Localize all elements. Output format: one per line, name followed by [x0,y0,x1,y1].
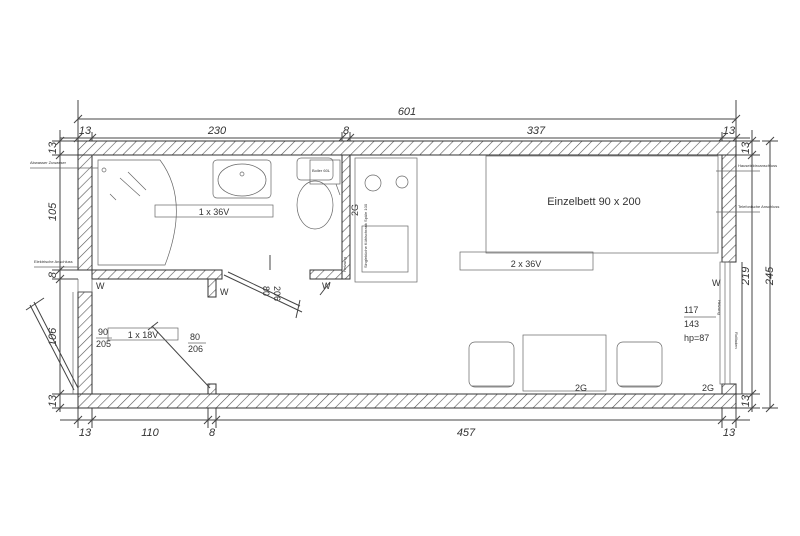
main-light-label: 2 x 36V [511,259,542,269]
table-and-chairs [468,334,663,392]
anschluss-haus-label: Hauselektroanschluss [738,163,777,168]
room-door-height: 206 [188,344,203,354]
bath-door-width: 80 [261,286,271,296]
dim-left-bottom-margin: 13 [47,394,59,407]
bath-door-height: 206 [272,286,282,301]
window-right-hp: hp=87 [684,333,709,343]
socket-2g-1: 2G [575,383,587,393]
entrance-door [25,297,79,391]
dim-left-lower: 106 [47,327,59,346]
anschluss-wasser-label: Abwasser Zuwasser [30,160,67,165]
heizung-right-label: Heizung [717,300,722,315]
main-light-fixture [459,251,594,271]
dim-right-top-margin: 13 [740,141,752,154]
toilet [296,157,334,230]
dim-bottom-partition: 8 [209,427,216,439]
dim-bottom-left-margin: 13 [79,427,92,439]
dim-left-bath: 105 [47,202,59,221]
window-w3-arrow [319,281,331,296]
dim-left-partition: 8 [47,271,59,278]
room-door-width: 80 [190,332,200,342]
dim-right-total: 245 [764,266,776,286]
socket-2g-2: 2G [702,383,714,393]
window-w1: W [96,281,105,291]
dim-bottom-main: 457 [457,427,476,439]
bath-light-fixture [154,204,274,218]
dim-bottom-room: 110 [141,427,159,439]
dim-total-length: 601 [398,106,416,118]
dim-bottom-right-margin: 13 [723,427,736,439]
heizung-label: Heizung [342,257,347,272]
sink [212,159,272,199]
left-wall-opening [72,279,93,394]
walls [77,140,737,409]
kitchen-2g-label: 2G [350,204,360,216]
bed [485,155,719,254]
kitchen-unit [354,157,418,283]
window-right-width: 117 [684,305,698,315]
bath-door [223,255,303,319]
anschluss-elektro-label: Elektrische Anschluss [34,259,73,264]
right-window [719,261,731,385]
bath-light-label: 1 x 36V [199,207,230,217]
dim-top-main: 337 [527,125,546,137]
left-door-height: 205 [96,339,111,349]
small-light-label: 1 x 18V [128,330,159,340]
kueche-note: Singleküche Kühlschrank Spüle 100 [363,203,368,268]
anschluss-telefon-label: Telefonische Anschluss [738,204,779,209]
dim-top-left-margin: 13 [79,125,92,137]
left-door-width: 90 [98,327,108,337]
room-door [147,321,211,389]
boiler [309,159,341,196]
dim-top-partition: 8 [343,125,350,137]
window-w2: W [220,287,229,297]
shower [97,159,177,266]
dim-right-bottom-margin: 13 [740,394,752,407]
small-light-fixture [107,327,179,341]
dim-right-window: 219 [740,267,752,286]
dim-top-bath: 230 [207,125,227,137]
dim-top-right-margin: 13 [723,125,736,137]
dim-left-top-margin: 13 [47,141,59,154]
window-right-height: 143 [684,319,699,329]
rollladen-label: Rollladen [734,332,739,349]
boiler-label: Boiler 60L [312,168,331,173]
window-w4: W [712,278,721,288]
bed-label: Einzelbett 90 x 200 [547,196,641,208]
